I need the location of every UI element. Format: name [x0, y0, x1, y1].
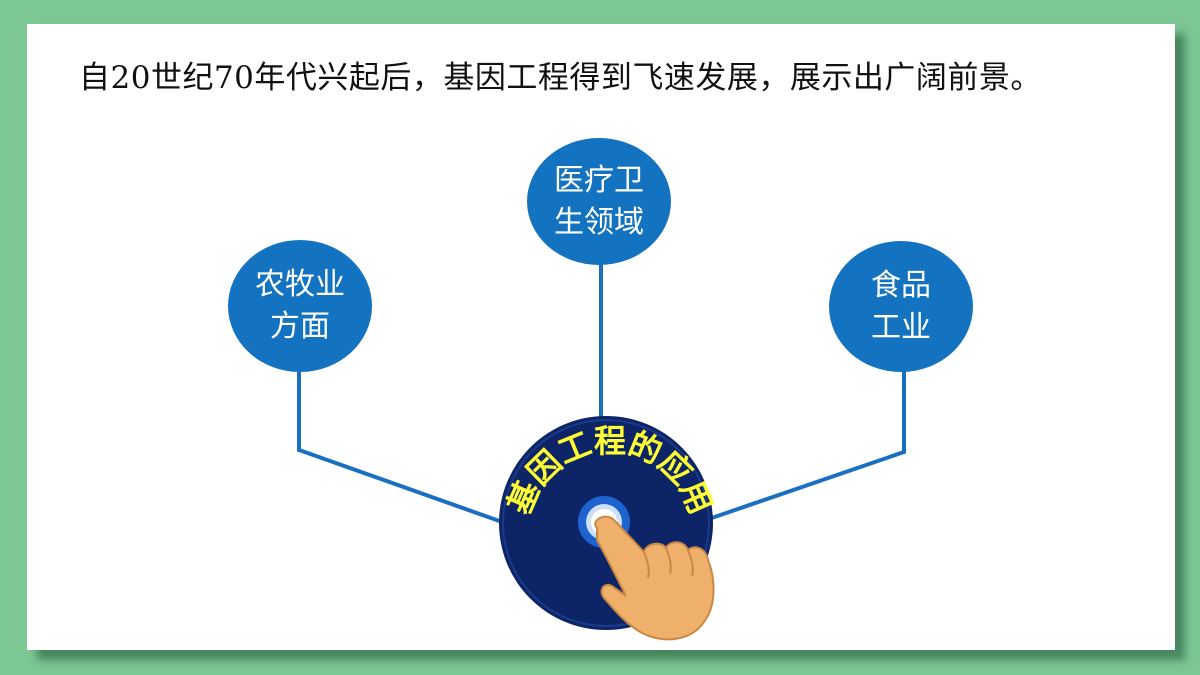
pointing-hand-icon — [594, 515, 715, 641]
branch-label-medical: 医疗卫生领域 — [554, 162, 644, 240]
branch-label-food: 食品工业 — [871, 267, 931, 345]
connector-food — [699, 370, 906, 524]
branch-node-medical: 医疗卫生领域 — [527, 138, 671, 265]
headline-text: 自20世纪70年代兴起后，基因工程得到飞速发展，展示出广阔前景。 — [79, 60, 1042, 96]
branch-node-agriculture: 农牧业方面 — [228, 240, 372, 372]
branch-label-agriculture: 农牧业方面 — [255, 267, 345, 344]
connector-agri — [297, 370, 506, 525]
branch-node-food: 食品工业 — [829, 241, 973, 372]
center-disc-ring — [502, 419, 710, 627]
